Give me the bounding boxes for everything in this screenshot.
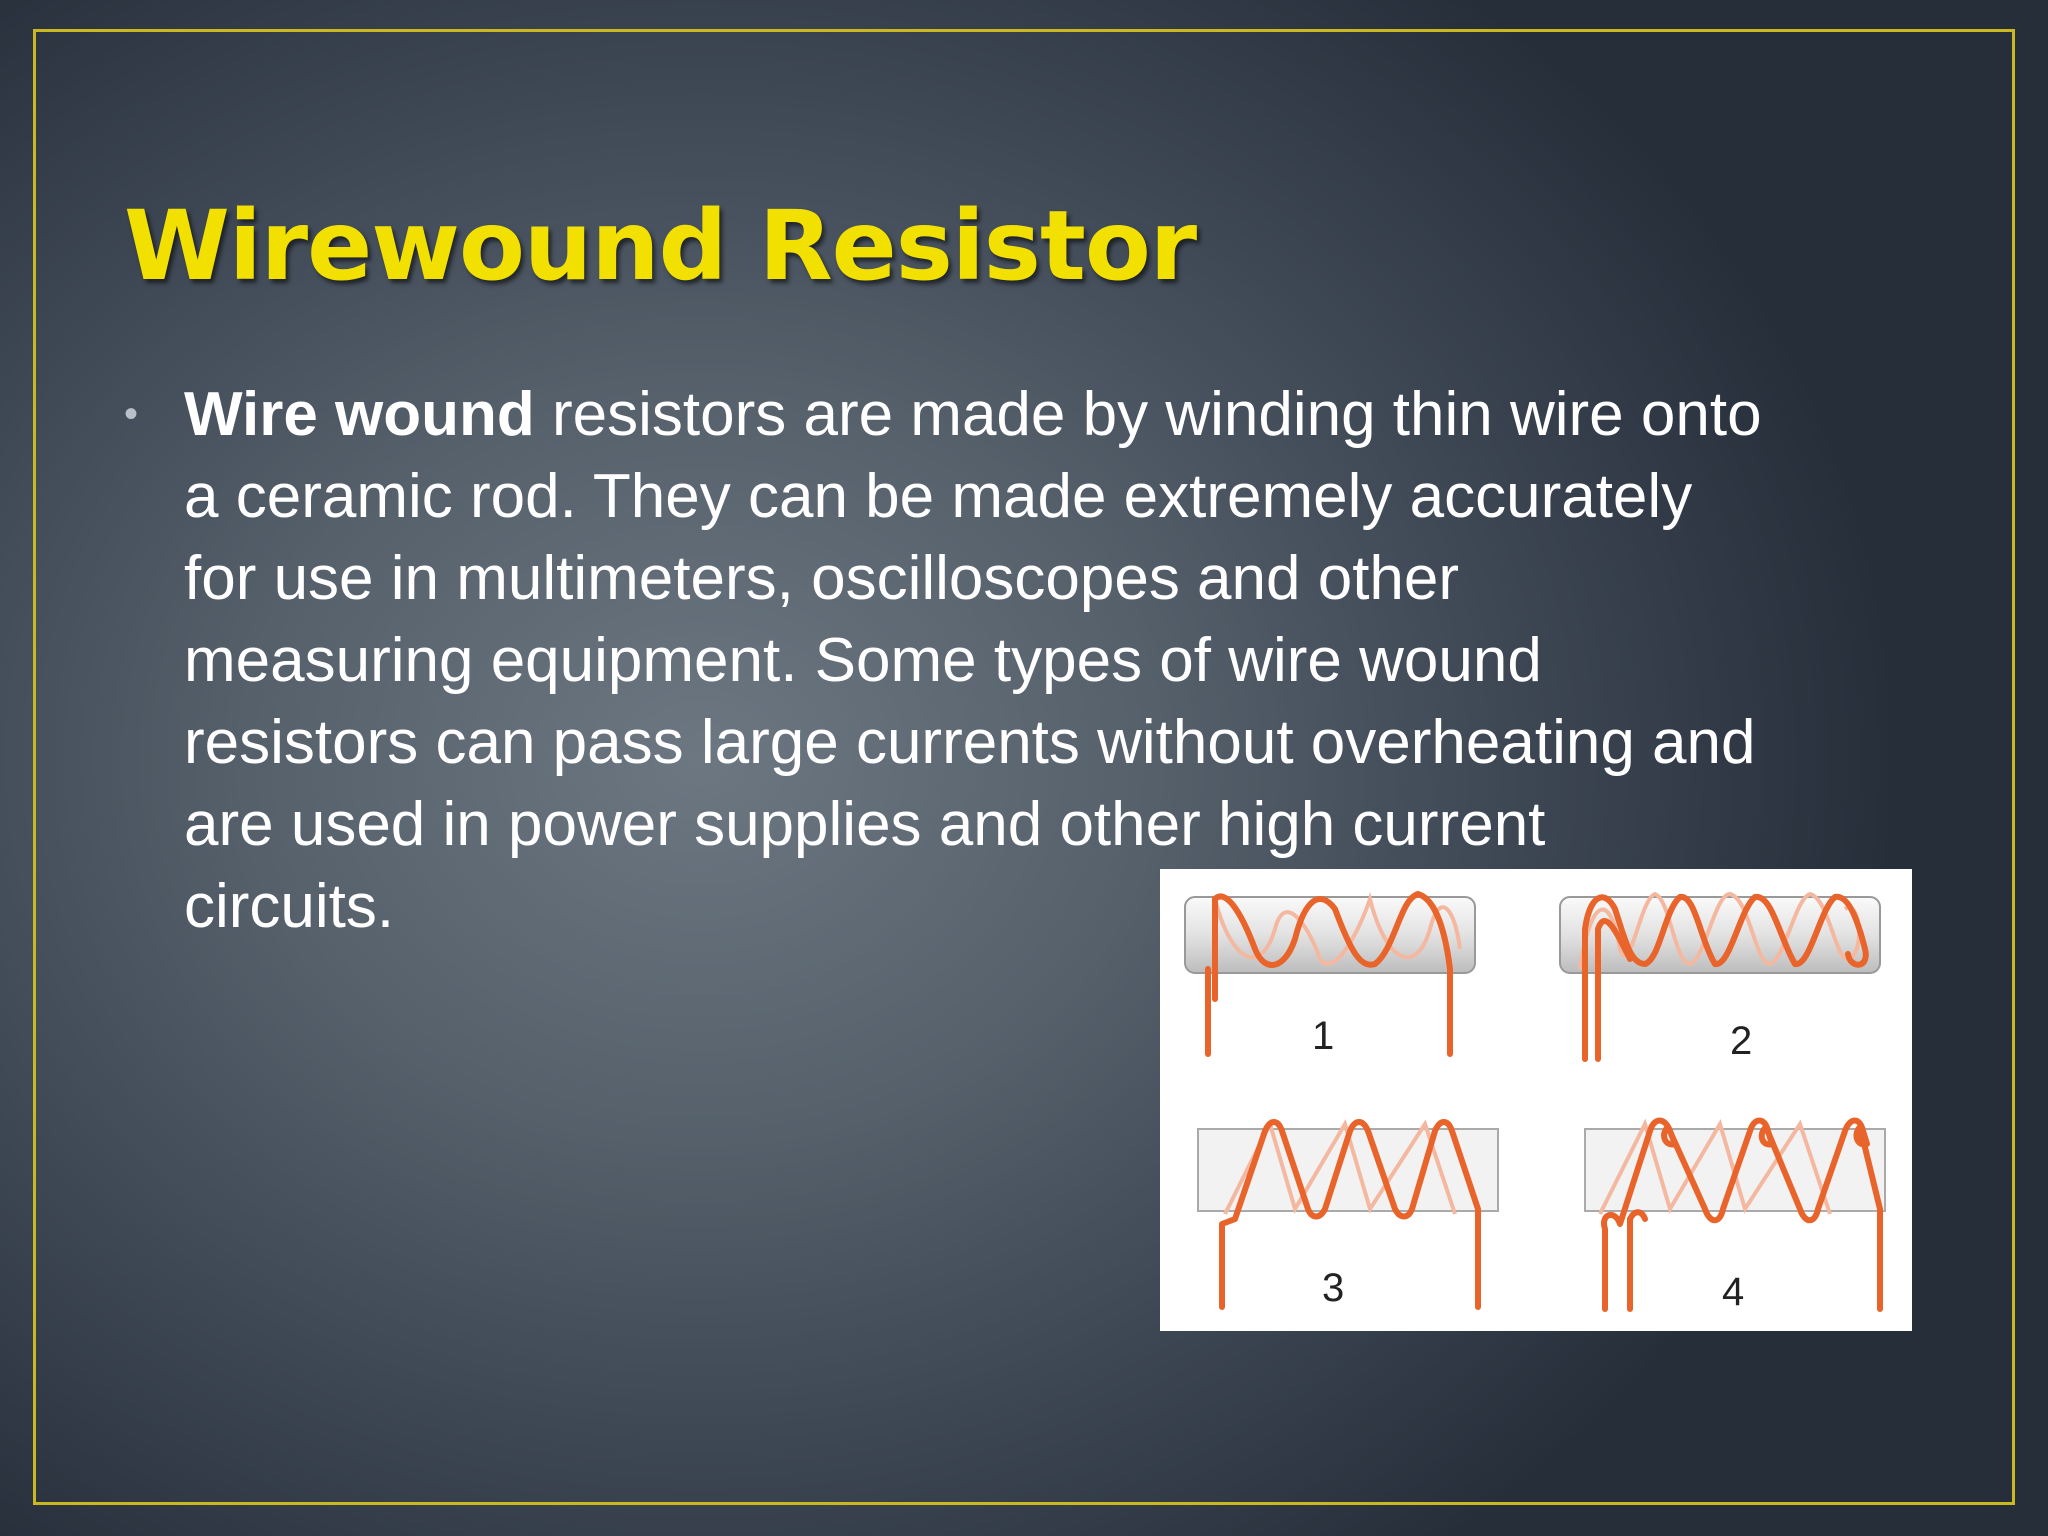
slide-frame — [33, 29, 2015, 1505]
label-1: 1 — [1312, 1014, 1334, 1058]
bullet-line-5: resistors can pass large currents withou… — [184, 708, 1756, 777]
bullet-text: Wire wound resistors are made by winding… — [184, 374, 1944, 948]
wirewound-diagram-image: 1 2 3 4 — [1160, 869, 1912, 1331]
winding-1-icon: 1 — [1184, 890, 1476, 1058]
line-text: resistors are made by winding thin wire … — [534, 380, 1762, 449]
bullet-line-3: for use in multimeters, oscilloscopes an… — [184, 544, 1460, 613]
winding-3-icon: 3 — [1197, 1118, 1499, 1310]
bullet-line-1: Wire wound resistors are made by winding… — [184, 374, 1944, 456]
slide-title: Wirewound Resistor — [124, 190, 1197, 302]
winding-4-icon: 4 — [1584, 1117, 1886, 1314]
bullet-line-4: measuring equipment. Some types of wire … — [184, 626, 1542, 695]
bold-lead: Wire wound — [184, 380, 535, 449]
bullet-line-2: a ceramic rod. They can be made extremel… — [184, 462, 1693, 531]
winding-types-illustration: 1 2 3 4 — [1184, 890, 1886, 1314]
label-2: 2 — [1730, 1019, 1752, 1063]
bullet-marker: • — [124, 392, 139, 436]
winding-2-icon: 2 — [1559, 891, 1881, 1063]
label-3: 3 — [1322, 1266, 1344, 1310]
bullet-line-7: circuits. — [184, 872, 395, 941]
bullet-line-6: are used in power supplies and other hig… — [184, 790, 1546, 859]
label-4: 4 — [1722, 1270, 1744, 1314]
